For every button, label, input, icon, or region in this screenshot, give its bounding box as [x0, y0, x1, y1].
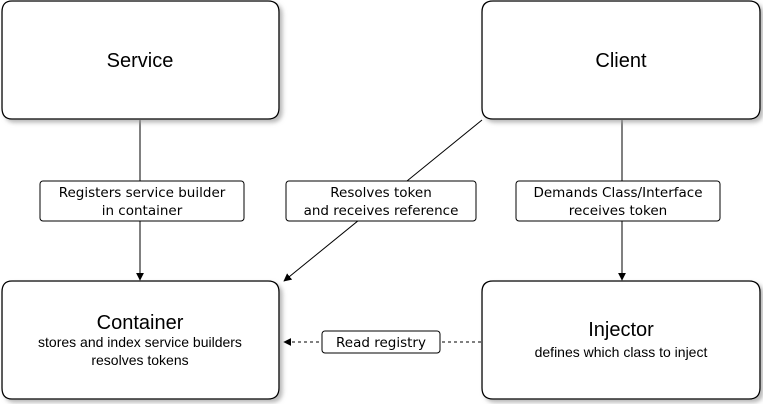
edge-label-registers-line1: Registers service builder: [59, 185, 226, 201]
edge-label-registers-line2: in container: [102, 203, 183, 219]
edge-label-demands-line2: receives token: [569, 203, 667, 219]
node-service-title: Service: [107, 50, 174, 72]
node-container-line2: resolves tokens: [91, 352, 188, 368]
edge-label-resolves-line2: and receives reference: [304, 203, 459, 219]
node-container-line1: stores and index service builders: [38, 334, 242, 350]
edge-label-resolves-line1: Resolves token: [330, 185, 432, 201]
node-injector-title: Injector: [588, 319, 654, 341]
node-client-title: Client: [595, 50, 647, 72]
edge-label-read-registry-text: Read registry: [336, 335, 426, 351]
node-injector[interactable]: Injector defines which class to inject: [481, 280, 761, 400]
edge-label-read-registry: Read registry: [321, 330, 441, 354]
node-service[interactable]: Service: [1, 0, 280, 120]
edge-label-registers: Registers service builder in container: [39, 180, 245, 222]
node-container[interactable]: Container stores and index service build…: [1, 280, 280, 400]
edge-label-demands: Demands Class/Interface receives token: [515, 180, 721, 222]
node-injector-line1: defines which class to inject: [535, 344, 708, 360]
edge-label-demands-line1: Demands Class/Interface: [533, 185, 702, 201]
node-container-title: Container: [97, 312, 184, 334]
edge-label-resolves: Resolves token and receives reference: [285, 180, 477, 222]
node-client[interactable]: Client: [481, 0, 761, 120]
